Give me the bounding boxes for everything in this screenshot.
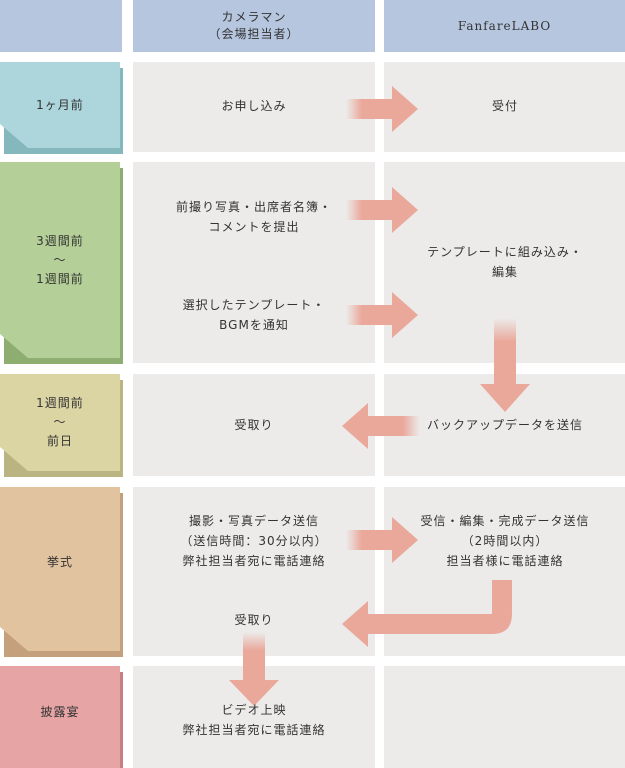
arrow-right-submit: [346, 187, 418, 233]
stage-label-2: 3週間前 〜 1週間前: [36, 233, 84, 286]
cell-stage1-cameraman: [133, 62, 375, 152]
arrow-right-apply: [346, 86, 418, 132]
text-apply: お申し込み: [221, 99, 287, 113]
text-video-screening: ビデオ上映 弊社担当者宛に電話連絡: [182, 703, 326, 737]
cell-stage1-lab: [384, 62, 625, 152]
arrow-down-reception: [229, 632, 279, 706]
lab-title: FanfareLABO: [457, 18, 552, 33]
text-submit-materials: 前撮り写真・出席者名簿・ コメントを提出: [175, 200, 333, 234]
stage-label-4: 挙式: [46, 554, 73, 569]
stage-tab-4: [0, 487, 123, 657]
text-receive-edit-send: 受信・編集・完成データ送信 （2時間以内） 担当者様に電話連絡: [420, 514, 590, 568]
text-receive-backup: 受取り: [234, 418, 274, 432]
stage-label-3: 1週間前 〜 前日: [36, 396, 84, 448]
text-shoot-send: 撮影・写真データ送信 （送信時間：30分以内） 弊社担当者宛に電話連絡: [180, 514, 328, 568]
header-blank: [0, 0, 122, 52]
cell-stage5-lab: [384, 666, 625, 768]
column-header-lab: FanfareLABO: [384, 0, 625, 52]
text-reception: 受付: [491, 99, 519, 113]
text-send-backup: バックアップデータを送信: [426, 418, 584, 432]
stage-label-5: 披露宴: [40, 704, 80, 719]
cameraman-title: カメラマン: [221, 10, 287, 24]
cell-stage4-cameraman: [133, 487, 375, 656]
text-receive-final: 受取り: [234, 613, 274, 627]
stage-tab-3: [0, 374, 123, 477]
cell-stage2-cameraman: [133, 162, 375, 363]
arrow-down-lab: [480, 318, 530, 412]
stage-tab-5: [0, 666, 123, 768]
text-notify-template: 選択したテンプレート・ BGMを通知: [182, 298, 326, 332]
arrow-left-backup: [342, 403, 420, 449]
arrow-right-send: [346, 517, 418, 563]
cell-stage3-cameraman: [133, 374, 375, 476]
column-header-cameraman: カメラマン （会場担当者）: [133, 0, 375, 52]
cameraman-subtitle: （会場担当者）: [208, 27, 300, 41]
stage-tab-2: [0, 162, 123, 364]
stage-label-1: 1ヶ月前: [36, 97, 84, 112]
arrow-right-notify: [346, 292, 418, 338]
arrow-return-lab: [342, 580, 512, 647]
stage-tab-1: [0, 62, 123, 154]
text-template-edit: テンプレートに組み込み・ 編集: [427, 245, 583, 279]
